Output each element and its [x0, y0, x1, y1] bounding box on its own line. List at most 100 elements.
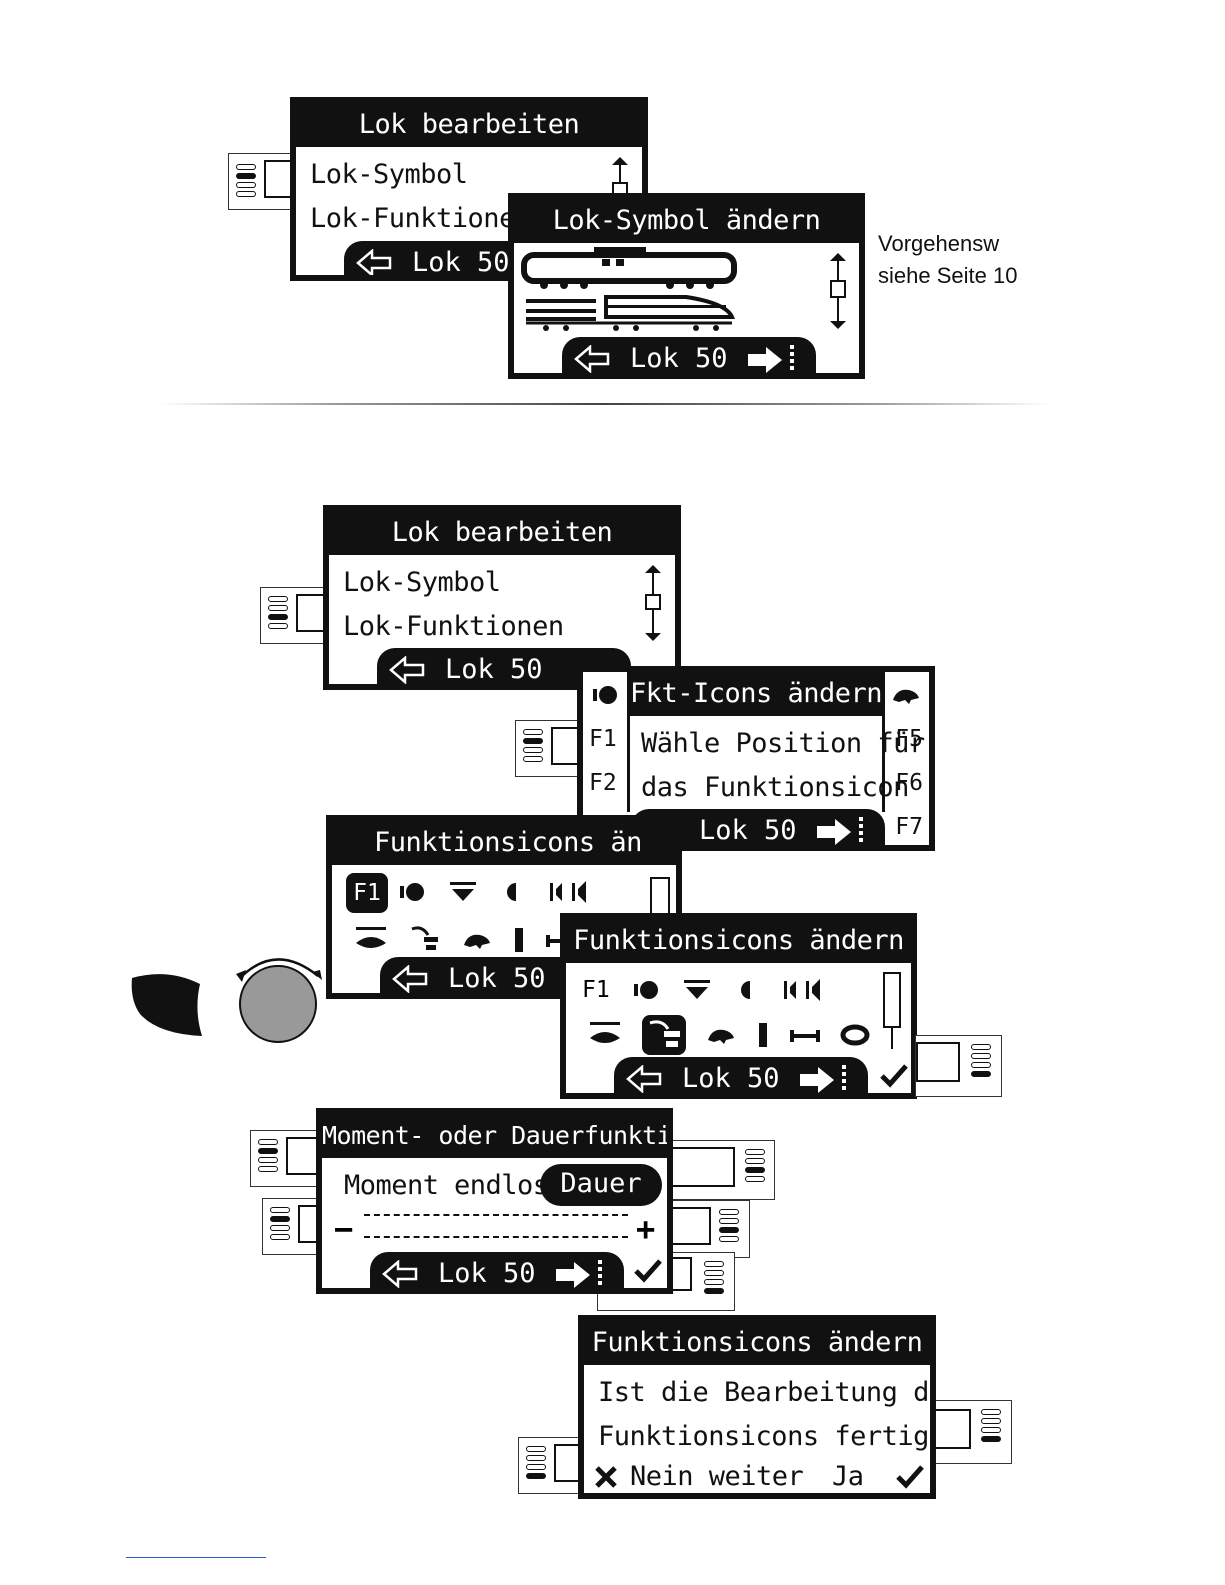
arrow-left-icon[interactable]	[356, 249, 392, 277]
turtle-icon[interactable]	[706, 1024, 736, 1046]
led-bars	[719, 1209, 739, 1245]
dimmed-light-icon[interactable]	[682, 979, 712, 1001]
function-key-f7[interactable]: F7	[895, 814, 923, 840]
scroll-track[interactable]	[650, 877, 670, 917]
cab-light-icon[interactable]	[354, 927, 388, 953]
instruction-line-2: das Funktionsicon	[641, 772, 909, 803]
screen-bearbeitung-fertig: Funktionsicons ändern Ist die Bearbeitun…	[578, 1315, 936, 1499]
arrow-right-icon[interactable]	[800, 1065, 856, 1095]
no-button[interactable]: Nein weiter	[630, 1461, 804, 1492]
hand-icon	[131, 974, 202, 1036]
scrollbar-icon[interactable]	[826, 251, 850, 331]
cab-light-icon[interactable]	[588, 1022, 622, 1048]
right-divider	[882, 716, 885, 812]
nav-bar: Lok 50	[370, 1252, 624, 1290]
locomotive-icon[interactable]	[520, 247, 740, 291]
coupler-icon[interactable]	[790, 1024, 820, 1046]
arrow-right-icon[interactable]	[748, 345, 804, 375]
screen-title: Moment- oder Dauerfunktion	[322, 1114, 667, 1158]
menu-item-lok-symbol[interactable]: Lok-Symbol	[310, 159, 468, 190]
arrow-left-icon[interactable]	[626, 1065, 662, 1093]
dimmed-light-icon[interactable]	[448, 881, 478, 903]
led-bars	[981, 1409, 1001, 1445]
left-divider	[627, 716, 630, 812]
arrow-left-icon[interactable]	[389, 656, 425, 684]
f1-selector[interactable]: F1	[346, 873, 388, 913]
yes-button[interactable]: Ja	[832, 1461, 864, 1492]
nav-bar: Lok 50	[562, 337, 816, 375]
duration-slider[interactable]	[364, 1214, 628, 1238]
scrollbar-icon[interactable]	[882, 971, 904, 1051]
question-line-1: Ist die Bearbeitung der	[598, 1377, 936, 1408]
menu-item-lok-funktionen[interactable]: Lok-Funktionen	[310, 203, 531, 234]
icon-row-1	[398, 879, 598, 905]
checkmark-icon[interactable]	[896, 1465, 924, 1489]
device-window	[916, 1042, 960, 1082]
screen-title: Lok bearbeiten	[329, 511, 675, 555]
headlight-icon[interactable]	[632, 979, 662, 1001]
led-bars	[236, 164, 256, 200]
note-text: Vorgehensw siehe Seite 10	[878, 228, 1017, 292]
smoke-icon[interactable]	[840, 1024, 870, 1046]
f1-label[interactable]: F1	[582, 977, 610, 1003]
device-sidebar-right	[668, 1140, 775, 1200]
led-bars	[270, 1207, 290, 1243]
cross-icon[interactable]	[594, 1465, 618, 1489]
menu-item-lok-symbol[interactable]: Lok-Symbol	[343, 567, 501, 598]
option-endlos[interactable]: endlos	[454, 1170, 549, 1201]
led-bars	[704, 1261, 724, 1297]
section-divider	[160, 403, 1050, 405]
arrow-right-icon[interactable]	[817, 817, 873, 847]
screen-title: Lok bearbeiten	[296, 103, 642, 147]
screen-lok-symbol-aendern: Lok-Symbol ändern Lok 50	[508, 193, 865, 379]
horn-icon-selected[interactable]	[642, 1015, 686, 1055]
led-bars	[971, 1044, 991, 1080]
headlight-icon[interactable]	[398, 881, 428, 903]
turtle-icon[interactable]	[462, 929, 492, 951]
arrow-left-icon[interactable]	[382, 1260, 418, 1288]
screen-title: Funktionsicons än	[332, 821, 676, 865]
device-sidebar-right	[915, 1035, 1002, 1097]
led-bars	[258, 1139, 278, 1175]
led-bars	[268, 596, 288, 632]
option-moment[interactable]: Moment	[344, 1170, 439, 1201]
arrow-right-icon[interactable]	[556, 1260, 612, 1290]
pantograph-icon[interactable]	[756, 1021, 770, 1049]
function-key-f2[interactable]: F2	[589, 770, 617, 796]
icon-row-1	[632, 977, 832, 1003]
checkmark-icon[interactable]	[880, 1064, 908, 1088]
plus-button[interactable]: +	[636, 1210, 656, 1248]
half-light-icon[interactable]	[732, 979, 762, 1001]
function-key-f1[interactable]: F1	[589, 726, 617, 752]
nav-loco-label: Lok 50	[448, 963, 546, 994]
minus-button[interactable]: −	[334, 1210, 354, 1248]
nav-loco-label: Lok 50	[630, 343, 728, 374]
function-key-f6[interactable]: F6	[895, 770, 923, 796]
screen-lok-bearbeiten-bottom: Lok bearbeiten Lok-Symbol Lok-Funktionen…	[323, 505, 681, 690]
scrollbar-icon[interactable]	[641, 563, 665, 643]
sound-icon[interactable]	[548, 879, 598, 905]
half-light-icon[interactable]	[498, 881, 528, 903]
nav-loco-label: Lok 50	[682, 1063, 780, 1094]
led-bars	[523, 729, 543, 765]
horn-icon[interactable]	[408, 925, 442, 955]
device-window	[669, 1147, 735, 1187]
instruction-line-1: Wähle Position für	[641, 728, 925, 759]
function-key-f5[interactable]: F5	[895, 726, 923, 752]
led-bars	[526, 1446, 546, 1482]
led-bars	[745, 1149, 765, 1185]
pantograph-icon[interactable]	[512, 926, 526, 954]
arrow-left-icon[interactable]	[574, 345, 610, 373]
menu-item-lok-funktionen[interactable]: Lok-Funktionen	[343, 611, 564, 642]
device-sidebar-left	[250, 1130, 330, 1187]
note-line-1: Vorgehensw	[878, 231, 1000, 256]
rotary-knob-icon[interactable]	[228, 948, 328, 1048]
checkmark-icon[interactable]	[634, 1259, 662, 1283]
ice-train-icon[interactable]	[526, 291, 736, 335]
screen-funktionsicons-aendern-front: Funktionsicons ändern F1 Lok 50	[560, 913, 917, 1099]
sound-icon[interactable]	[782, 977, 832, 1003]
arrow-left-icon[interactable]	[392, 965, 428, 993]
nav-bar: Lok 50	[614, 1057, 868, 1095]
footer-link-underline	[126, 1557, 266, 1558]
option-dauer-selected[interactable]: Dauer	[540, 1164, 662, 1206]
